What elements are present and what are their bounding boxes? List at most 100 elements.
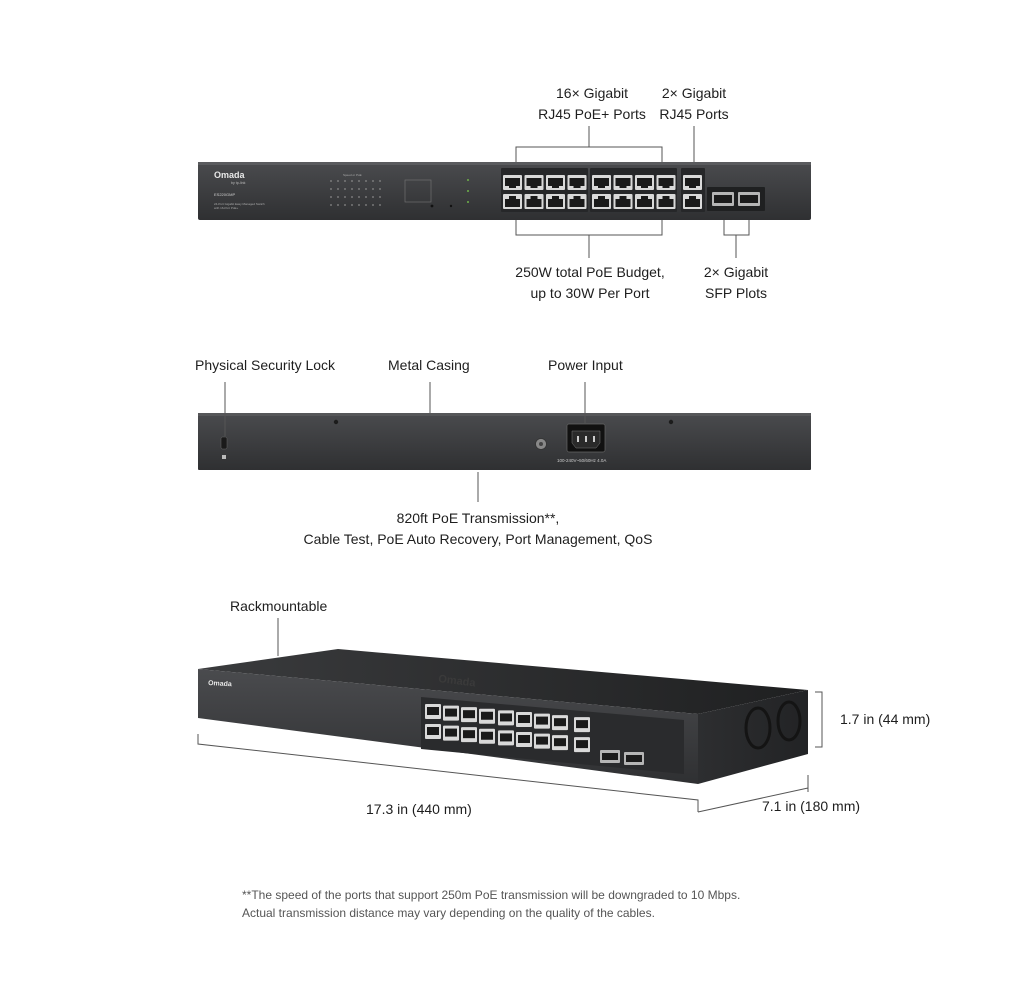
rj45-port-17[interactable] <box>683 175 702 190</box>
rj45-port-13[interactable] <box>592 194 611 209</box>
features-label: 820ft PoE Transmission**, Cable Test, Po… <box>303 510 653 547</box>
rj45-port-16[interactable] <box>656 194 676 209</box>
iso-top-panel <box>198 649 808 714</box>
front-model-desc-2: with 16-Port PoE+ <box>214 206 239 210</box>
rj45-port-3[interactable] <box>546 175 565 190</box>
rear-screw-right <box>668 419 674 425</box>
rj45-port-7[interactable] <box>546 194 565 209</box>
status-led <box>351 180 353 182</box>
height-dimension-line <box>815 691 823 748</box>
status-led <box>337 196 339 198</box>
fan-vent-right <box>776 700 802 742</box>
front-port-group-2 <box>590 168 677 212</box>
isometric-view: Omada Omada <box>197 618 823 813</box>
iso-rj45-port-14 <box>516 732 532 748</box>
rj45-port-12[interactable] <box>656 175 676 190</box>
ground-screw <box>539 442 543 446</box>
sfp-slot-1[interactable] <box>712 192 734 206</box>
status-led <box>379 180 381 182</box>
status-led <box>337 204 339 206</box>
iso-rj45-port-4 <box>479 708 495 724</box>
status-led <box>330 204 332 206</box>
status-led <box>358 204 360 206</box>
rackmount-label: Rackmountable <box>230 598 328 614</box>
rj45-port-18[interactable] <box>683 194 702 209</box>
sfp-bracket <box>723 220 750 236</box>
front-model: ES220GMP <box>214 192 235 197</box>
rj45-port-4[interactable] <box>567 175 587 190</box>
mode-led <box>467 201 469 203</box>
status-led <box>330 196 332 198</box>
front-led-matrix <box>330 179 469 206</box>
poe-ports-bracket <box>515 146 663 162</box>
width-dimension-line <box>197 734 699 812</box>
status-led <box>351 188 353 190</box>
rj45-port-5[interactable] <box>503 194 522 209</box>
status-led <box>351 204 353 206</box>
rj45-port-9[interactable] <box>592 175 611 190</box>
mode-led <box>467 179 469 181</box>
rj45-port-1[interactable] <box>503 175 522 190</box>
iso-rj45-port-10 <box>516 712 532 728</box>
iec-pin-2 <box>585 436 587 442</box>
iso-front-brand: Omada <box>208 680 232 688</box>
footnote-line-1: **The speed of the ports that support 25… <box>242 888 741 902</box>
status-led <box>358 180 360 182</box>
iso-rj45-port-7 <box>461 727 477 743</box>
iec-pin-3 <box>593 436 595 442</box>
rj45-port-10[interactable] <box>613 175 633 190</box>
iso-rj45-port-17 <box>574 717 590 733</box>
status-led <box>330 188 332 190</box>
status-led <box>372 188 374 190</box>
status-led <box>379 196 381 198</box>
iso-sfp-slot-1 <box>600 750 620 763</box>
iso-rj45-port-6 <box>443 725 459 741</box>
rj45-port-15[interactable] <box>635 194 654 209</box>
iso-rj45-port-2 <box>443 705 459 721</box>
sfp-slot-2[interactable] <box>738 192 760 206</box>
footnote-line-2: Actual transmission distance may vary de… <box>242 906 655 920</box>
status-led <box>330 180 332 182</box>
power-rating-text: 100-240V~50/60Hz 4.0A <box>557 458 606 463</box>
iso-rj45-port-13 <box>498 730 514 746</box>
status-led <box>344 204 346 206</box>
status-led <box>358 196 360 198</box>
front-chassis-edge <box>198 162 811 165</box>
front-reset-button[interactable] <box>449 204 453 208</box>
mode-led <box>467 190 469 192</box>
status-led <box>344 180 346 182</box>
front-model-desc-1: 24-Port Gigabit Easy Managed Switch <box>214 202 265 206</box>
status-led <box>358 188 360 190</box>
rear-chassis <box>198 413 811 470</box>
depth-dimension-label: 7.1 in (180 mm) <box>762 798 861 814</box>
status-led <box>365 180 367 182</box>
status-led <box>344 188 346 190</box>
rj45-port-6[interactable] <box>524 194 544 209</box>
iso-rj45-port-1 <box>425 704 441 719</box>
rear-chassis-edge <box>198 413 811 416</box>
iso-rj45-port-8 <box>479 728 495 744</box>
poe-ports-label: 16× Gigabit RJ45 PoE+ Ports <box>538 85 646 122</box>
front-mode-box <box>404 179 432 203</box>
rj45-port-11[interactable] <box>635 175 654 190</box>
status-led <box>379 188 381 190</box>
status-led <box>365 204 367 206</box>
security-lock-slot[interactable] <box>220 436 228 450</box>
metal-casing-label: Metal Casing <box>388 357 470 373</box>
status-led <box>344 196 346 198</box>
rj45-port-14[interactable] <box>613 194 633 209</box>
rj45-port-8[interactable] <box>567 194 587 209</box>
status-led <box>337 180 339 182</box>
depth-dimension-line <box>697 775 809 813</box>
iso-rj45-port-5 <box>425 724 441 739</box>
lock-icon <box>222 455 226 459</box>
front-mode-button[interactable] <box>430 204 434 208</box>
status-led <box>372 204 374 206</box>
iso-rj45-port-12 <box>552 715 568 731</box>
iso-ports <box>425 704 644 765</box>
status-led <box>351 196 353 198</box>
rj45-port-2[interactable] <box>524 175 544 190</box>
poe-budget-label: 250W total PoE Budget, up to 30W Per Por… <box>515 264 665 301</box>
front-ports <box>503 175 760 209</box>
